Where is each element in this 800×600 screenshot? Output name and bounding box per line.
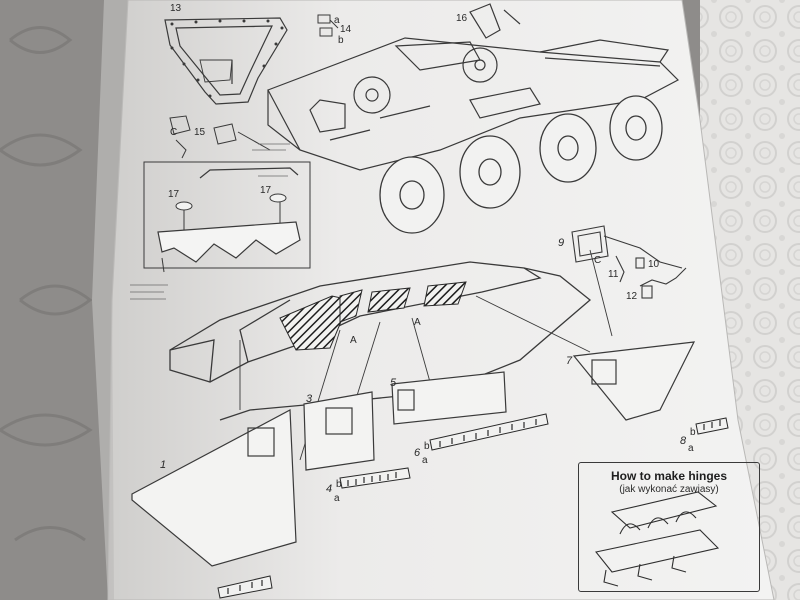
plate-part-5 xyxy=(391,371,507,425)
hinges-subtitle: (jak wykonać zawiasy) xyxy=(619,484,719,495)
label-b-6: b xyxy=(424,441,430,452)
hinge-strips xyxy=(217,413,729,599)
table-swirls xyxy=(0,26,93,542)
label-part-1: 1 xyxy=(160,459,167,471)
label-b-4: b xyxy=(336,479,342,490)
hinge-strip-teeth xyxy=(227,419,721,594)
label-part-3: 3 xyxy=(306,393,313,405)
vehicle-wheels xyxy=(379,95,663,234)
label-c-15: C xyxy=(170,127,178,138)
label-a-right: A xyxy=(414,317,421,328)
label-part-14: 14 xyxy=(340,24,352,35)
label-part-17-left: 17 xyxy=(168,189,180,200)
paper-fold-shadow xyxy=(92,0,128,600)
label-a-left: A xyxy=(350,335,357,346)
label-part-8: 8 xyxy=(680,435,687,447)
label-part-17-right: 17 xyxy=(260,185,272,196)
label-a-6: a xyxy=(422,455,428,466)
label-part-12: 12 xyxy=(626,291,638,302)
parts-9-12-drawing xyxy=(571,225,687,299)
label-part-15: 15 xyxy=(194,127,206,138)
plate-part-7 xyxy=(572,341,696,421)
label-a-8: a xyxy=(688,443,694,454)
label-c-9: C xyxy=(594,255,602,266)
label-b-top: b xyxy=(338,35,344,46)
label-part-4: 4 xyxy=(326,483,333,495)
hinges-howto-box: How to make hinges (jak wykonać zawiasy) xyxy=(578,462,760,592)
label-part-16: 16 xyxy=(456,13,468,24)
label-part-10: 10 xyxy=(648,259,660,270)
plate-part-3 xyxy=(303,391,375,471)
small-parts-15 xyxy=(169,115,271,159)
fine-print xyxy=(130,143,290,300)
tool-part-16 xyxy=(469,3,521,39)
hinge-howto-drawing xyxy=(595,491,720,587)
hinges-title: How to make hinges xyxy=(610,469,728,483)
frame-rivets xyxy=(170,19,284,98)
hatched-openings xyxy=(279,281,467,351)
frame-part-13-drawing xyxy=(164,17,288,105)
label-part-7: 7 xyxy=(566,355,573,367)
label-part-5: 5 xyxy=(390,377,397,389)
inset-part-17 xyxy=(143,161,311,273)
label-part-6: 6 xyxy=(414,447,421,459)
label-a-top: a xyxy=(334,15,340,26)
label-part-13: 13 xyxy=(170,3,182,14)
label-a-4: a xyxy=(334,493,340,504)
label-part-9: 9 xyxy=(558,237,565,249)
plate-part-1 xyxy=(131,409,297,567)
label-b-8: b xyxy=(690,427,696,438)
label-part-11: 11 xyxy=(608,269,619,280)
small-part-14 xyxy=(317,14,339,37)
